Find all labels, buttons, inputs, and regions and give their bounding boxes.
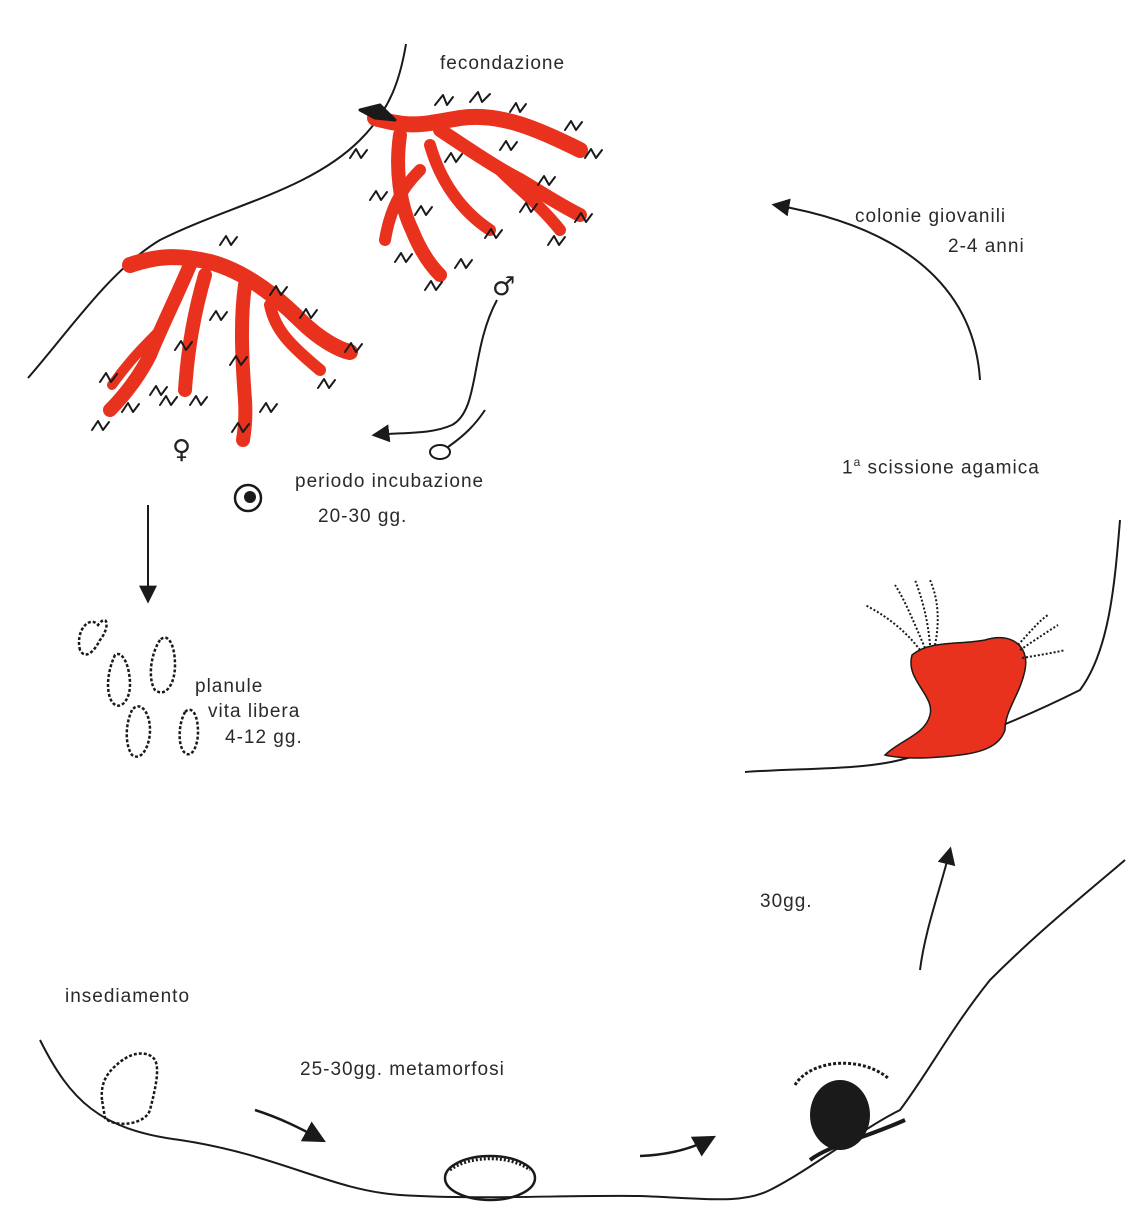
- scissione-number: 1: [842, 457, 854, 478]
- arrow-male-to-female: [375, 300, 497, 435]
- arrow-up-to-colony: [920, 850, 950, 970]
- female-symbol: ♀: [172, 435, 191, 465]
- settling-planula: [102, 1054, 157, 1124]
- arrow-planula-to-disc: [255, 1110, 322, 1140]
- male-symbol: ♂: [492, 272, 515, 302]
- substrate-line-bottom: [40, 860, 1125, 1199]
- label-30gg: 30gg.: [760, 890, 813, 914]
- metamorphosis-disc: [445, 1156, 535, 1200]
- label-fecondazione: fecondazione: [440, 52, 565, 76]
- label-planule: planule: [195, 675, 263, 699]
- primary-polyp: [795, 1063, 905, 1160]
- spermatozoon: [430, 410, 485, 459]
- arrow-disc-to-polyp: [640, 1138, 712, 1156]
- substrate-line-top: [28, 44, 406, 378]
- young-colony: [865, 580, 1065, 758]
- label-insediamento: insediamento: [65, 985, 190, 1009]
- female-colony: [92, 236, 362, 440]
- label-colonie-years: 2-4 anni: [948, 235, 1025, 259]
- label-planule-days: 4-12 gg.: [225, 726, 303, 750]
- label-vita-libera: vita libera: [208, 700, 300, 724]
- label-metamorfosi: 25-30gg. metamorfosi: [300, 1058, 505, 1082]
- male-colony: [350, 92, 602, 290]
- label-periodo-incubazione: periodo incubazione: [295, 470, 484, 494]
- fertilized-egg: [235, 485, 261, 511]
- scissione-text: scissione agamica: [861, 457, 1040, 478]
- arrow-to-fecondazione: [775, 205, 980, 380]
- label-colonie-giovanili: colonie giovanili: [855, 205, 1006, 229]
- label-scissione-agamica: 1a scissione agamica: [842, 450, 1040, 480]
- planulae-group: [79, 620, 198, 756]
- label-incubazione-days: 20-30 gg.: [318, 505, 407, 529]
